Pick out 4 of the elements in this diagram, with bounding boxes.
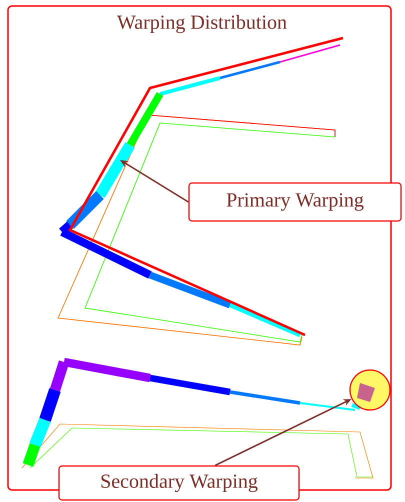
highlight-circle [349, 369, 391, 411]
callout-box: Primary Warping [188, 182, 402, 222]
title: Warping Distribution [117, 14, 287, 34]
callout-box: Secondary Warping [58, 465, 300, 501]
